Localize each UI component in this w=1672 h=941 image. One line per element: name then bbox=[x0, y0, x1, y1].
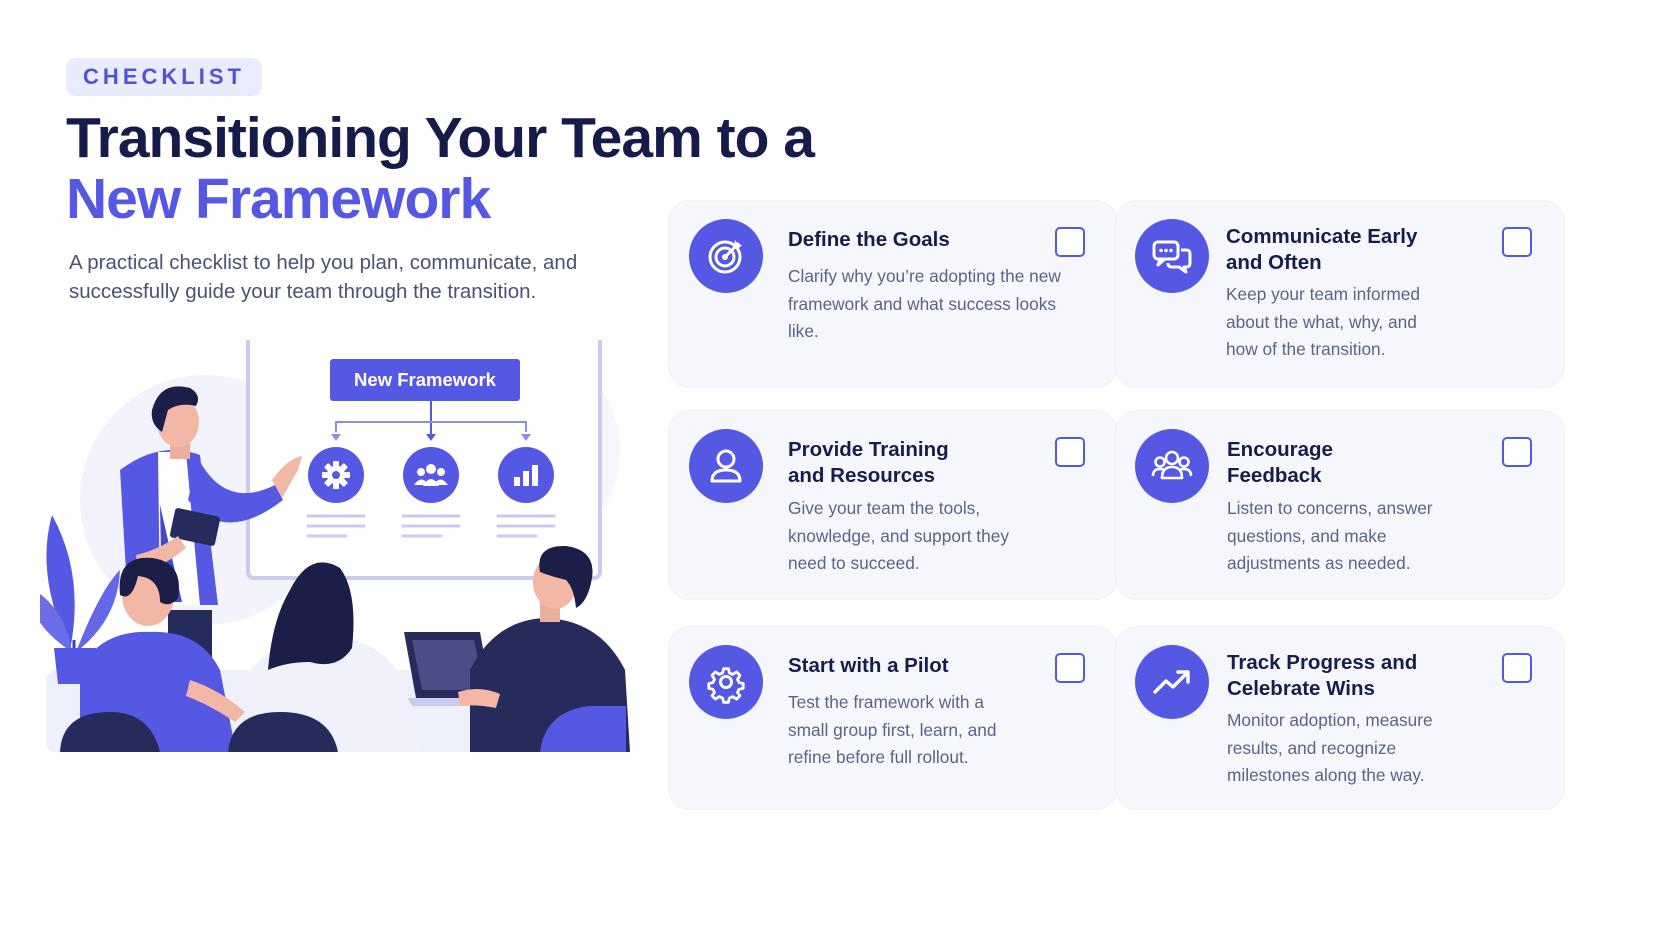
card-title: Track Progress and Celebrate Wins bbox=[1227, 651, 1418, 700]
checklist-badge: CHECKLIST bbox=[66, 58, 262, 96]
card-icon-circle bbox=[689, 429, 763, 503]
board-text-lines bbox=[306, 514, 556, 538]
card-title: Define the Goals bbox=[788, 228, 950, 251]
group-icon bbox=[1151, 450, 1193, 480]
arrow-head bbox=[331, 434, 341, 441]
bar-chart-icon bbox=[514, 465, 538, 486]
trend-up-icon bbox=[1153, 670, 1190, 694]
checklist-card-pilot: Start with a Pilot Test the framework wi… bbox=[668, 626, 1118, 810]
target-icon bbox=[708, 240, 742, 274]
card-title: Start with a Pilot bbox=[788, 654, 949, 677]
audience-person-right bbox=[458, 545, 630, 752]
page-title-line1: Transitioning Your Team to a bbox=[66, 106, 815, 170]
card-description: Keep your team informed about the what, … bbox=[1226, 284, 1421, 359]
chat-bubbles-icon bbox=[1152, 240, 1192, 274]
card-description: Monitor adoption, measure results, and r… bbox=[1227, 710, 1433, 785]
gear-icon bbox=[707, 667, 745, 704]
board-label: New Framework bbox=[354, 369, 497, 390]
person-icon bbox=[710, 449, 742, 483]
page-title-line2: New Framework bbox=[66, 167, 491, 231]
arrow-head bbox=[426, 434, 436, 441]
checkbox-pilot[interactable] bbox=[1055, 653, 1085, 683]
card-description: Clarify why you’re adopting the new fram… bbox=[788, 266, 1061, 341]
group-icon bbox=[414, 464, 448, 486]
page-title: Transitioning Your Team to a New Framewo… bbox=[66, 108, 886, 230]
board-group-node bbox=[403, 447, 459, 503]
connector-line bbox=[335, 421, 527, 432]
audience-person-left bbox=[60, 557, 245, 752]
card-icon-circle bbox=[689, 645, 763, 719]
board-label-box bbox=[330, 359, 520, 401]
checklist-card-communicate: Communicate Early and Often Keep your te… bbox=[1115, 200, 1565, 388]
checkbox-communicate[interactable] bbox=[1502, 227, 1532, 257]
card-description: Give your team the tools, knowledge, and… bbox=[788, 498, 1009, 573]
card-description: Listen to concerns, answer questions, an… bbox=[1227, 498, 1433, 573]
card-description: Test the framework with a small group fi… bbox=[788, 692, 997, 767]
team-presentation-illustration: New Framework bbox=[40, 340, 630, 752]
card-title: Encourage Feedback bbox=[1227, 438, 1333, 487]
card-icon-circle bbox=[689, 219, 763, 293]
audience-person-middle bbox=[228, 562, 420, 752]
checkbox-define-goals[interactable] bbox=[1055, 227, 1085, 257]
card-icon-circle bbox=[1135, 219, 1209, 293]
card-icon-circle bbox=[1135, 429, 1209, 503]
checklist-card-track-progress: Track Progress and Celebrate Wins Monito… bbox=[1115, 626, 1565, 810]
gear-icon bbox=[322, 461, 350, 489]
card-icon-circle bbox=[1135, 645, 1209, 719]
arrow-head bbox=[521, 434, 531, 441]
card-title: Provide Training and Resources bbox=[788, 438, 949, 487]
checkbox-feedback[interactable] bbox=[1502, 437, 1532, 467]
checkbox-training[interactable] bbox=[1055, 437, 1085, 467]
checklist-card-feedback: Encourage Feedback Listen to concerns, a… bbox=[1115, 410, 1565, 600]
card-title: Communicate Early and Often bbox=[1226, 225, 1418, 274]
checklist-card-define-goals: Define the Goals Clarify why you’re adop… bbox=[668, 200, 1118, 388]
checklist-card-training: Provide Training and Resources Give your… bbox=[668, 410, 1118, 600]
page-subtitle: A practical checklist to help you plan, … bbox=[69, 251, 578, 303]
checkbox-track-progress[interactable] bbox=[1502, 653, 1532, 683]
